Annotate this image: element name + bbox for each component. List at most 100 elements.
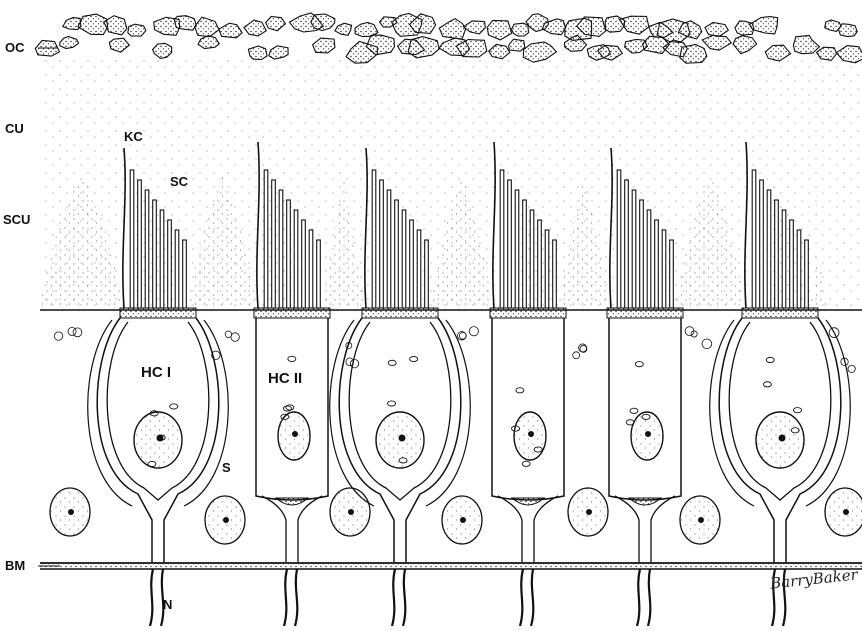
otoconium [705, 23, 728, 37]
nerve-fiber [520, 569, 533, 626]
otoconium [78, 14, 108, 34]
otoconium [244, 20, 266, 36]
otoconium [128, 24, 146, 36]
stereocilium [168, 220, 172, 308]
otoconium [109, 38, 129, 52]
stereocilium [302, 220, 306, 308]
stereocilium [670, 240, 674, 308]
otoconium [408, 37, 439, 58]
cuticular-plate [254, 308, 330, 318]
nucleolus [528, 431, 534, 437]
stereocilium [175, 230, 179, 308]
nerve-fiber [284, 569, 297, 626]
stereocilium [417, 230, 421, 308]
label-sc: SC [170, 174, 188, 189]
otoconium [313, 38, 335, 53]
stereocilium [640, 200, 644, 308]
stereocilium [805, 240, 809, 308]
stereocilium [372, 170, 376, 308]
otoconium [733, 36, 757, 54]
label-kc: KC [124, 129, 143, 144]
stereocilium [287, 200, 291, 308]
nerve-fibers [150, 569, 785, 626]
stereocilium [410, 220, 414, 308]
stereocilium [752, 170, 756, 308]
otoconium [355, 23, 378, 37]
nucleolus [399, 435, 406, 442]
nucleolus [698, 517, 704, 523]
otoconium [219, 23, 242, 38]
stereocilium [395, 200, 399, 308]
otoconium [464, 21, 486, 34]
otoconium [509, 39, 525, 51]
stereocilium [130, 170, 134, 308]
otoconium [266, 17, 286, 31]
stereocilium [425, 240, 429, 308]
stereocilium [317, 240, 321, 308]
label-n: N [163, 597, 172, 612]
stereocilium [775, 200, 779, 308]
stereocilium [662, 230, 666, 308]
stereocilium [272, 180, 276, 308]
otoconium [620, 16, 649, 34]
stereocilium [294, 210, 298, 308]
nucleolus [586, 509, 592, 515]
cuticular-plate [742, 308, 818, 318]
stereocilium [625, 180, 629, 308]
label-oc: OC [5, 40, 25, 55]
cuticular-plate [362, 308, 438, 318]
stereocilium [553, 240, 557, 308]
stereocilium [138, 180, 142, 308]
stereocilium [153, 200, 157, 308]
stereocilium [279, 190, 283, 308]
nucleolus [843, 509, 849, 515]
stereocilium [530, 210, 534, 308]
stereocilium [797, 230, 801, 308]
stereocilium [500, 170, 504, 308]
nerve-fiber [150, 569, 163, 626]
nerve-fiber [392, 569, 405, 626]
otoconium [702, 35, 731, 50]
stereocilium [183, 240, 187, 308]
nucleolus [68, 509, 74, 515]
cuticular-plate [120, 308, 196, 318]
stereocilium [523, 200, 527, 308]
nucleolus [645, 431, 651, 437]
nucleolus [223, 517, 229, 523]
stereocilium [790, 220, 794, 308]
stereocilium [782, 210, 786, 308]
label-scu: SCU [3, 212, 30, 227]
otoconium [174, 16, 196, 31]
stereocilium [617, 170, 621, 308]
otoconium [838, 24, 857, 37]
otoconium [439, 19, 465, 39]
otoconium [60, 37, 79, 49]
stereocilium [632, 190, 636, 308]
stereocilium [515, 190, 519, 308]
stereocilium [760, 180, 764, 308]
otoconium [311, 14, 335, 31]
label-cu: CU [5, 121, 24, 136]
stereocilium [160, 210, 164, 308]
stereocilium [655, 220, 659, 308]
otoconium [248, 46, 267, 60]
otoconium [104, 16, 127, 35]
label-bm: BM [5, 558, 25, 573]
label-s: S [222, 460, 231, 475]
otoconium [793, 36, 819, 54]
stereocilium [508, 180, 512, 308]
otoconium [335, 23, 352, 35]
stereocilium [387, 190, 391, 308]
nucleolus [460, 517, 466, 523]
otoconium [198, 36, 219, 49]
stereocilium [380, 180, 384, 308]
stereocilium [647, 210, 651, 308]
nucleolus [292, 431, 298, 437]
stereocilium [545, 230, 549, 308]
otoconium [487, 20, 512, 40]
label-hc1: HC I [141, 364, 171, 381]
cuticular-plate [490, 308, 566, 318]
otoconium [512, 23, 529, 36]
stereocilium [145, 190, 149, 308]
